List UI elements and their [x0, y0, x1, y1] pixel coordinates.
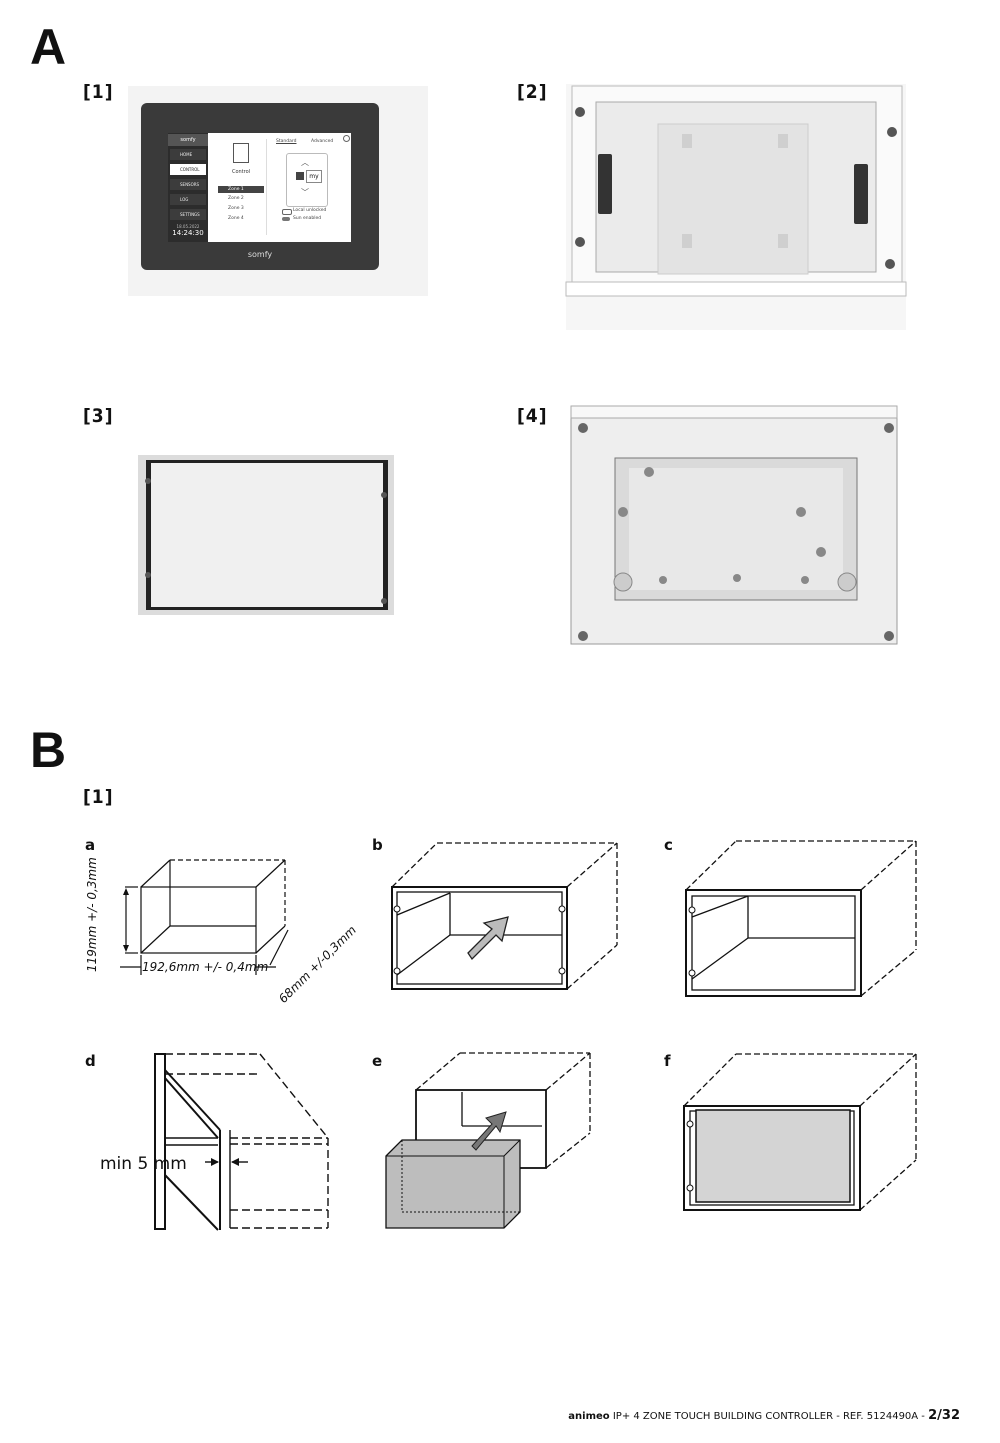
lock-toggle-label: Local unlocked — [293, 208, 327, 213]
down-arrow-icon[interactable]: ﹀ — [301, 188, 309, 197]
screen-brand-label: somfy — [168, 134, 208, 146]
screen-control-panel: Control Zone 1 Zone 2 Zone 3 Zone 4 — [216, 139, 267, 235]
footer-brand: animeo — [568, 1411, 610, 1422]
zone-3[interactable]: Zone 3 — [228, 206, 244, 211]
figure-b1-number: [1] — [83, 786, 114, 808]
subfigure-e-letter: e — [372, 1052, 383, 1070]
figure-a3-number: [3] — [83, 405, 114, 427]
sun-toggle-icon[interactable] — [282, 217, 290, 221]
width-dimension-label: 192,6mm +/- 0,4mm — [142, 960, 269, 974]
figure-a1-number: [1] — [83, 81, 114, 103]
stop-square-icon[interactable] — [296, 172, 304, 180]
zone-1-selected[interactable]: Zone 1 — [218, 186, 264, 193]
screen-menu-item-log[interactable]: LOG — [170, 194, 206, 205]
screen-menu-item-control[interactable]: CONTROL — [170, 164, 206, 175]
figure-a4-number: [4] — [517, 405, 548, 427]
page-footer: animeo IP+ 4 ZONE TOUCH BUILDING CONTROL… — [568, 1408, 960, 1423]
insert-box-diagram — [391, 842, 618, 990]
footer-text: IP+ 4 ZONE TOUCH BUILDING CONTROLLER - R… — [609, 1411, 929, 1422]
tab-standard[interactable]: Standard — [276, 139, 297, 144]
up-arrow-icon[interactable]: ︿ — [301, 158, 309, 167]
control-label: Control — [231, 169, 251, 175]
screen-sidebar: somfy 18.05.2022 14:24:30 HOME CONTROL SEN… — [168, 133, 208, 242]
subfigure-c-letter: c — [664, 836, 673, 854]
subfigure-a-letter: a — [85, 836, 96, 854]
cutout-dimensions-diagram — [120, 859, 289, 975]
screen-time: 14:24:30 — [172, 229, 204, 237]
box-mounted-diagram — [685, 840, 917, 997]
footer-page-number: 2/32 — [928, 1408, 960, 1423]
screen-menu-item-home[interactable]: HOME — [170, 149, 206, 160]
tab-advanced[interactable]: Advanced — [311, 139, 334, 144]
enclosure-open-illustration — [565, 84, 907, 330]
my-button[interactable]: my — [306, 170, 322, 183]
section-a-letter: A — [30, 19, 67, 75]
sun-toggle-label: Sun enabled — [293, 216, 322, 221]
device-brand-logo: somfy — [247, 250, 273, 259]
wall-box-illustration — [570, 405, 898, 645]
section-b-letter: B — [30, 722, 67, 778]
zone-4[interactable]: Zone 4 — [228, 216, 244, 221]
info-icon[interactable] — [343, 135, 350, 142]
subfigure-d-letter: d — [85, 1052, 96, 1070]
remote-control-widget: ︿ my ﹀ — [286, 153, 328, 207]
cover-panel-illustration — [138, 455, 394, 615]
control-panel-icon — [233, 143, 249, 163]
height-dimension-label: 119mm +/- 0,3mm — [85, 857, 99, 972]
screen-menu-item-sensors[interactable]: SENSORS — [170, 179, 206, 190]
device-installed-diagram — [683, 1053, 917, 1211]
min-gap-label: min 5 mm — [100, 1154, 187, 1174]
screen-menu-item-settings[interactable]: SETTINGS — [170, 209, 206, 220]
subfigure-b-letter: b — [372, 836, 383, 854]
min-gap-diagram — [154, 1053, 329, 1231]
screen-date: 18.05.2022 — [176, 224, 200, 229]
device-bezel: somfy 18.05.2022 14:24:30 HOME CONTROL SEN… — [141, 103, 379, 270]
subfigure-f-letter: f — [664, 1052, 671, 1070]
figure-a2-number: [2] — [517, 81, 548, 103]
zone-2[interactable]: Zone 2 — [228, 196, 244, 201]
lock-toggle-icon[interactable] — [282, 209, 292, 215]
insert-device-diagram — [385, 1052, 591, 1229]
device-screen: somfy 18.05.2022 14:24:30 HOME CONTROL SEN… — [168, 133, 351, 242]
